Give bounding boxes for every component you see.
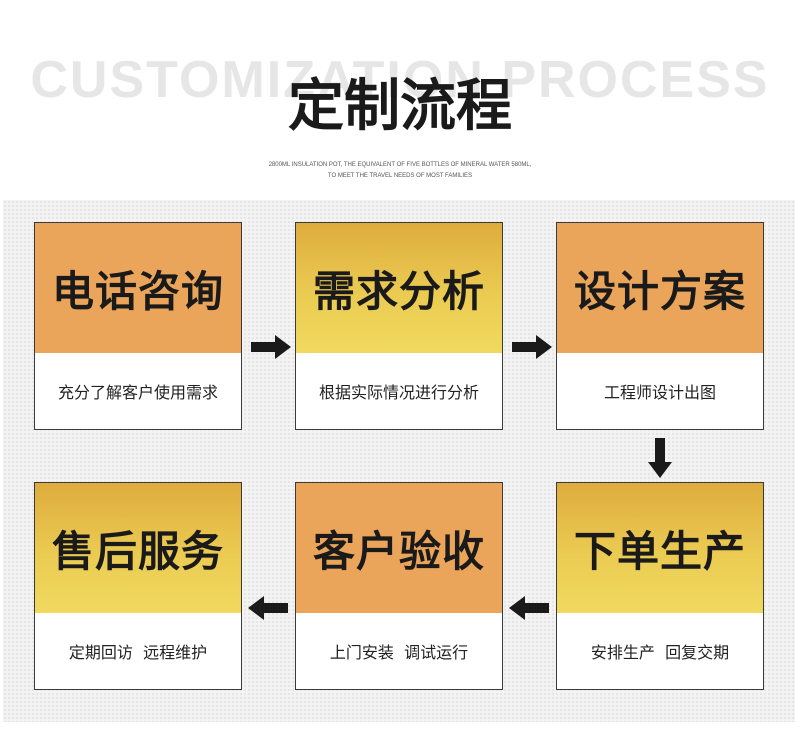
step-description: 定期回访 远程维护 <box>68 643 208 662</box>
step-title: 客户验收 <box>296 483 502 613</box>
subtitle-line-2: TO MEET THE TRAVEL NEEDS OF MOST FAMILIE… <box>327 173 473 179</box>
step-title: 设计方案 <box>557 223 763 353</box>
background-english-title: CUSTOMIZATION PROCESS <box>30 51 770 109</box>
step-card-production: 下单生产 安排生产 回复交期 <box>556 482 764 690</box>
step-description: 安排生产 回复交期 <box>590 643 730 662</box>
arrow-down-icon <box>648 438 672 478</box>
step-description: 充分了解客户使用需求 <box>57 383 218 402</box>
step-title: 需求分析 <box>296 223 502 353</box>
step-card-acceptance: 客户验收 上门安装 调试运行 <box>295 482 503 690</box>
arrow-left-icon <box>248 596 288 620</box>
step-card-design-plan: 设计方案 工程师设计出图 <box>556 222 764 430</box>
step-title: 电话咨询 <box>35 223 241 353</box>
step-description: 上门安装 调试运行 <box>329 643 469 662</box>
arrow-right-icon <box>251 335 291 359</box>
step-description: 根据实际情况进行分析 <box>318 383 479 402</box>
step-description: 工程师设计出图 <box>603 383 716 402</box>
step-card-after-sales: 售后服务 定期回访 远程维护 <box>34 482 242 690</box>
arrow-left-icon <box>509 596 549 620</box>
arrow-right-icon <box>512 335 552 359</box>
step-card-phone-consult: 电话咨询 充分了解客户使用需求 <box>34 222 242 430</box>
page-title: 定制流程 <box>288 74 512 139</box>
subtitle-line-1: 2800ML INSULATION POT, THE EQUIVALENT OF… <box>268 162 532 168</box>
step-title: 售后服务 <box>35 483 241 613</box>
step-card-needs-analysis: 需求分析 根据实际情况进行分析 <box>295 222 503 430</box>
page-subtitle: 2800ML INSULATION POT, THE EQUIVALENT OF… <box>0 160 800 182</box>
step-title: 下单生产 <box>557 483 763 613</box>
